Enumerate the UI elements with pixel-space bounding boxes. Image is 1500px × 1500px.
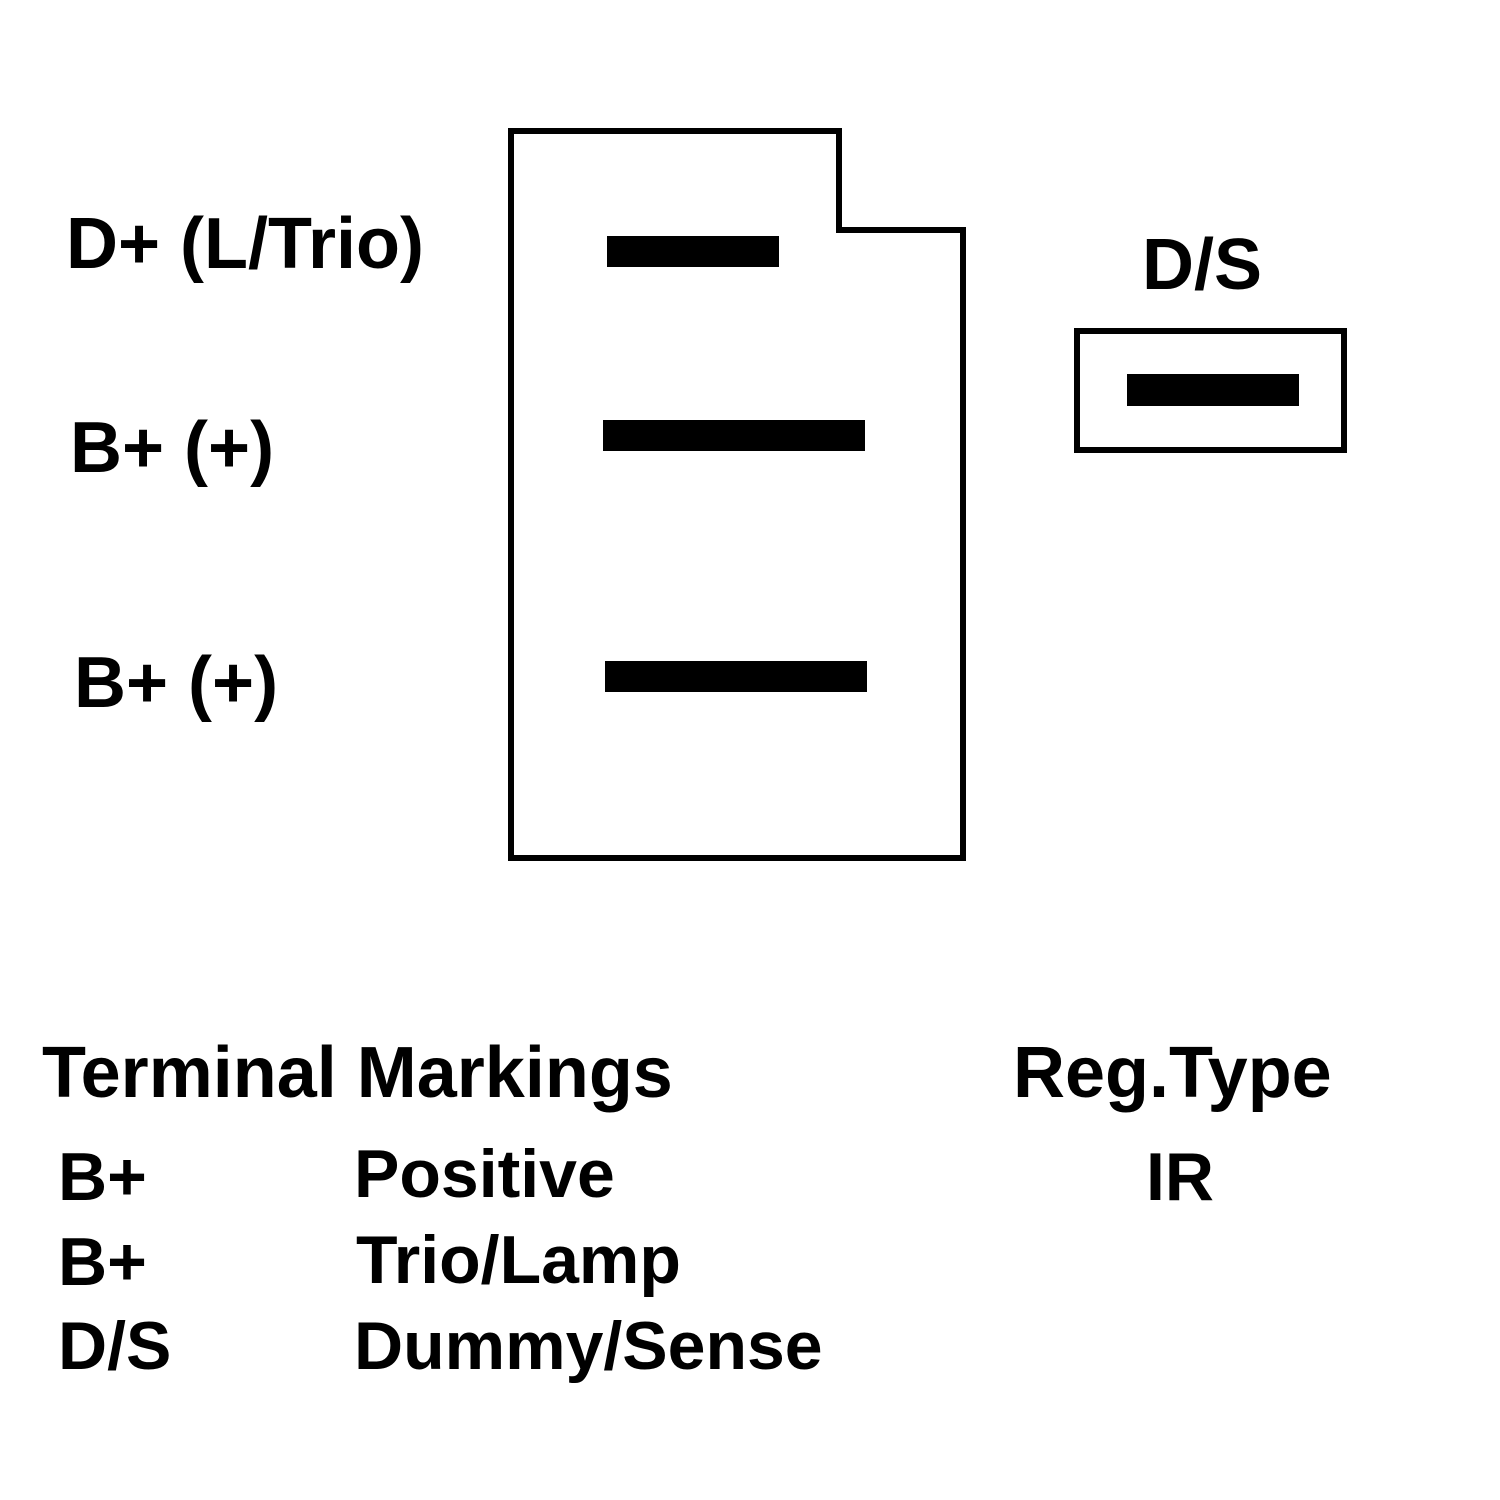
sense-plug-label: D/S <box>1142 225 1263 305</box>
reg-type-heading: Reg.Type <box>1013 1033 1332 1113</box>
terminal-blade-b-plus-2 <box>605 661 867 692</box>
terminal-blade-d-plus <box>607 236 779 267</box>
legend-meaning-1: Positive <box>354 1136 615 1212</box>
legend-code-1: B+ <box>58 1139 147 1215</box>
legend-meaning-3: Dummy/Sense <box>354 1308 823 1384</box>
legend-heading: Terminal Markings <box>42 1033 673 1113</box>
legend-code-3: D/S <box>58 1308 172 1384</box>
terminal-label-b-plus-1: B+ (+) <box>70 408 275 488</box>
sense-plug-blade <box>1127 374 1299 406</box>
legend-meaning-2: Trio/Lamp <box>356 1222 681 1298</box>
terminal-label-d-plus: D+ (L/Trio) <box>66 204 424 284</box>
main-connector-housing <box>508 128 966 861</box>
terminal-label-b-plus-2: B+ (+) <box>74 643 279 723</box>
sense-plug-housing <box>1074 328 1347 453</box>
legend-code-2: B+ <box>58 1224 147 1300</box>
terminal-blade-b-plus-1 <box>603 420 865 451</box>
reg-type-value: IR <box>1146 1139 1214 1215</box>
